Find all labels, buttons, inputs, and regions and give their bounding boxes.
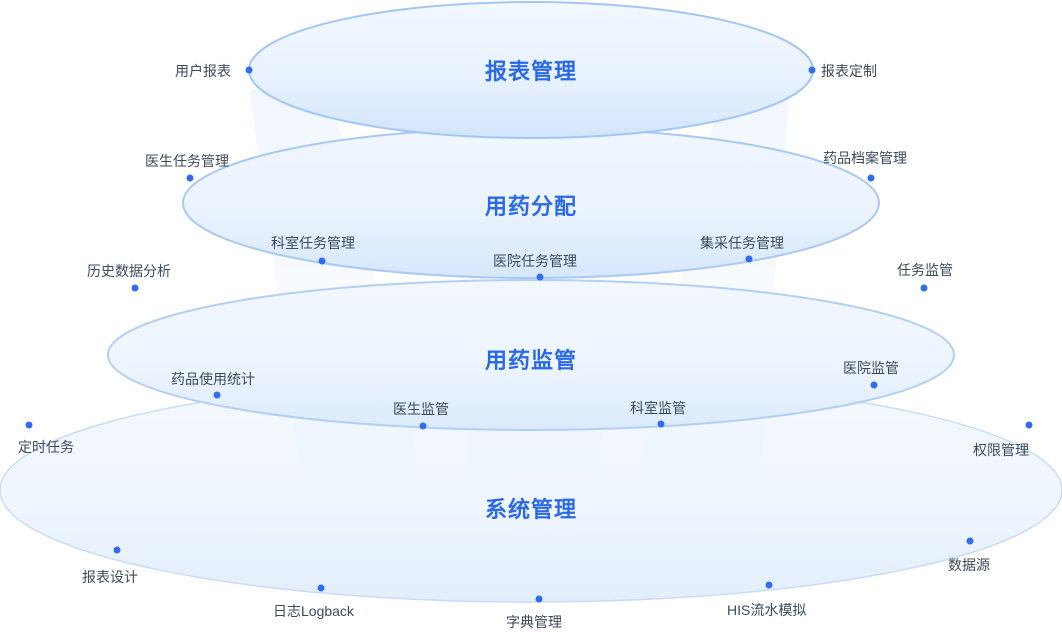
label-hospital-task: 医院任务管理 bbox=[493, 253, 577, 269]
marker-hospital-supervision bbox=[870, 381, 878, 389]
label-his-simulation: HIS流水模拟 bbox=[727, 602, 807, 618]
label-report-custom: 报表定制 bbox=[821, 63, 877, 79]
marker-procurement-task bbox=[745, 255, 753, 263]
marker-report-custom bbox=[808, 66, 816, 74]
layer-title-distribution: 用药分配 bbox=[484, 194, 578, 219]
label-hospital-supervision: 医院监管 bbox=[843, 360, 899, 376]
label-permission: 权限管理 bbox=[973, 442, 1029, 458]
layer-title-report: 报表管理 bbox=[484, 59, 578, 84]
layer-title-supervision: 用药监管 bbox=[484, 348, 578, 373]
marker-data-source bbox=[966, 537, 974, 545]
marker-drug-usage-stats bbox=[213, 391, 221, 399]
label-dictionary: 字典管理 bbox=[506, 614, 562, 630]
layer-title-system: 系统管理 bbox=[484, 497, 578, 522]
label-dept-supervision: 科室监管 bbox=[630, 400, 686, 416]
label-log: 日志Logback bbox=[273, 603, 354, 619]
label-drug-archive: 药品档案管理 bbox=[823, 150, 907, 166]
marker-drug-archive bbox=[867, 174, 875, 182]
label-doctor-supervision: 医生监管 bbox=[393, 401, 449, 417]
label-data-source: 数据源 bbox=[948, 557, 990, 573]
marker-user-report bbox=[245, 66, 253, 74]
label-doctor-task: 医生任务管理 bbox=[145, 153, 229, 169]
marker-history-analysis bbox=[131, 284, 139, 292]
marker-log bbox=[317, 584, 325, 592]
marker-his-simulation bbox=[765, 581, 773, 589]
marker-dept-task bbox=[318, 257, 326, 265]
label-dept-task: 科室任务管理 bbox=[271, 235, 355, 251]
label-procurement-task: 集采任务管理 bbox=[700, 235, 784, 251]
marker-hospital-task bbox=[536, 273, 544, 281]
marker-dept-supervision bbox=[657, 420, 665, 428]
marker-doctor-supervision bbox=[419, 422, 427, 430]
label-report-design: 报表设计 bbox=[82, 569, 138, 585]
marker-scheduled-task bbox=[25, 421, 33, 429]
marker-report-design bbox=[113, 546, 121, 554]
marker-doctor-task bbox=[186, 174, 194, 182]
label-history-analysis: 历史数据分析 bbox=[87, 263, 171, 279]
label-scheduled-task: 定时任务 bbox=[18, 439, 74, 455]
marker-permission bbox=[1025, 421, 1033, 429]
marker-task-supervision bbox=[920, 284, 928, 292]
label-drug-usage-stats: 药品使用统计 bbox=[171, 371, 255, 387]
label-task-supervision: 任务监管 bbox=[897, 262, 953, 278]
label-user-report: 用户报表 bbox=[175, 63, 231, 79]
marker-dictionary bbox=[535, 595, 543, 603]
layer-disc-supervision bbox=[107, 279, 955, 431]
